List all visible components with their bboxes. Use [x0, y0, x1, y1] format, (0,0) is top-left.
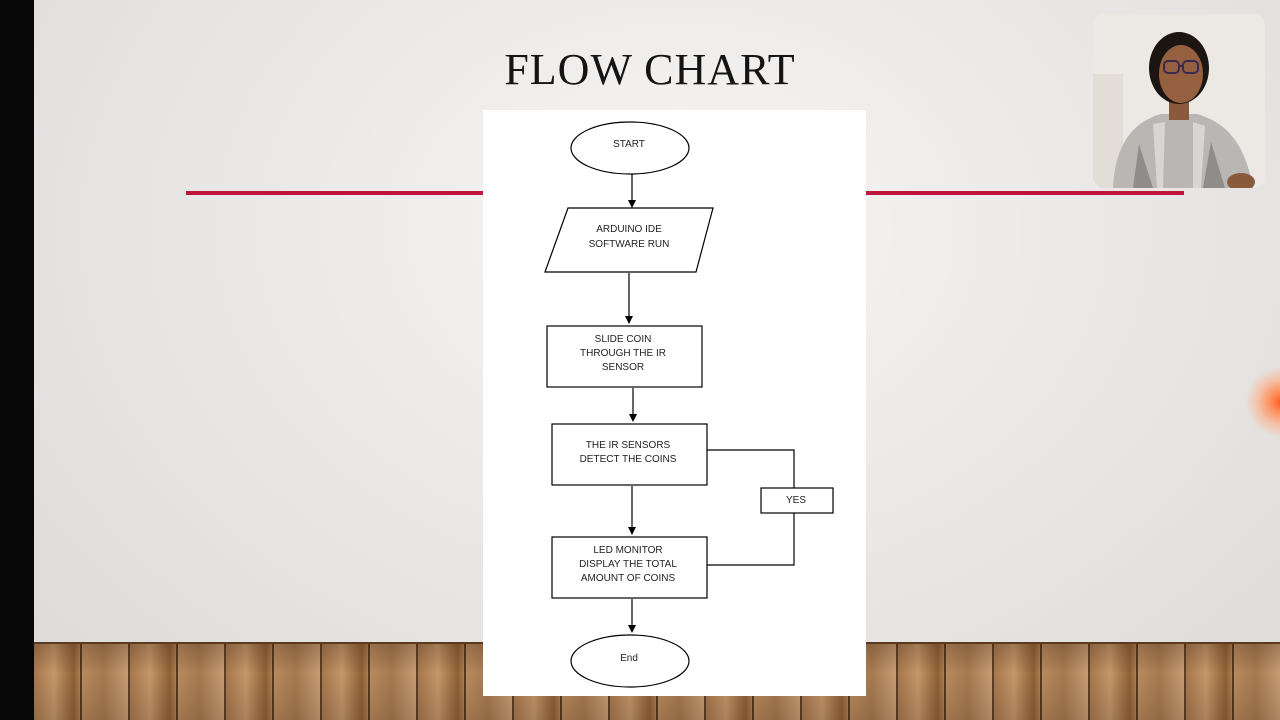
left-black-bar	[0, 0, 34, 720]
ir-detect-process-box	[551, 423, 708, 486]
led-monitor-process-box	[551, 536, 708, 599]
slide-coin-line1: SLIDE COIN	[595, 334, 652, 345]
slide-coin-line3: SENSOR	[602, 362, 644, 373]
end-terminator	[570, 634, 690, 688]
end-label: End	[620, 653, 638, 664]
ir-detect-line2: DETECT THE COINS	[580, 454, 677, 465]
arduino-label-line1: ARDUINO IDE	[596, 224, 662, 235]
slide-title: FLOW CHART	[504, 45, 796, 94]
flowchart-image: START ARDUINO IDE SOFTWARE RUN SLIDE COI…	[483, 110, 866, 696]
accent-line-right	[866, 191, 1184, 195]
led-monitor-line1: LED MONITOR	[593, 545, 662, 556]
led-monitor-line3: AMOUNT OF COINS	[581, 573, 676, 584]
flowchart-diagram: START ARDUINO IDE SOFTWARE RUN SLIDE COI…	[544, 121, 834, 688]
slide-coin-process-box	[546, 325, 703, 388]
presenter-silhouette	[1093, 14, 1265, 188]
yes-loop-line-bottom	[707, 513, 795, 566]
yes-label: YES	[786, 495, 806, 506]
yes-loop-line-top	[707, 449, 795, 488]
arduino-label-line2: SOFTWARE RUN	[589, 239, 670, 250]
ir-detect-line1: THE IR SENSORS	[586, 440, 671, 451]
slide-coin-line2: THROUGH THE IR	[580, 348, 666, 359]
start-label: START	[613, 139, 645, 150]
accent-line-left	[186, 191, 483, 195]
yes-decision-box	[760, 487, 834, 514]
arduino-ide-input-box	[544, 207, 714, 273]
start-terminator	[570, 121, 690, 175]
presenter-webcam-feed	[1093, 14, 1265, 188]
led-monitor-line2: DISPLAY THE TOTAL	[579, 559, 677, 570]
